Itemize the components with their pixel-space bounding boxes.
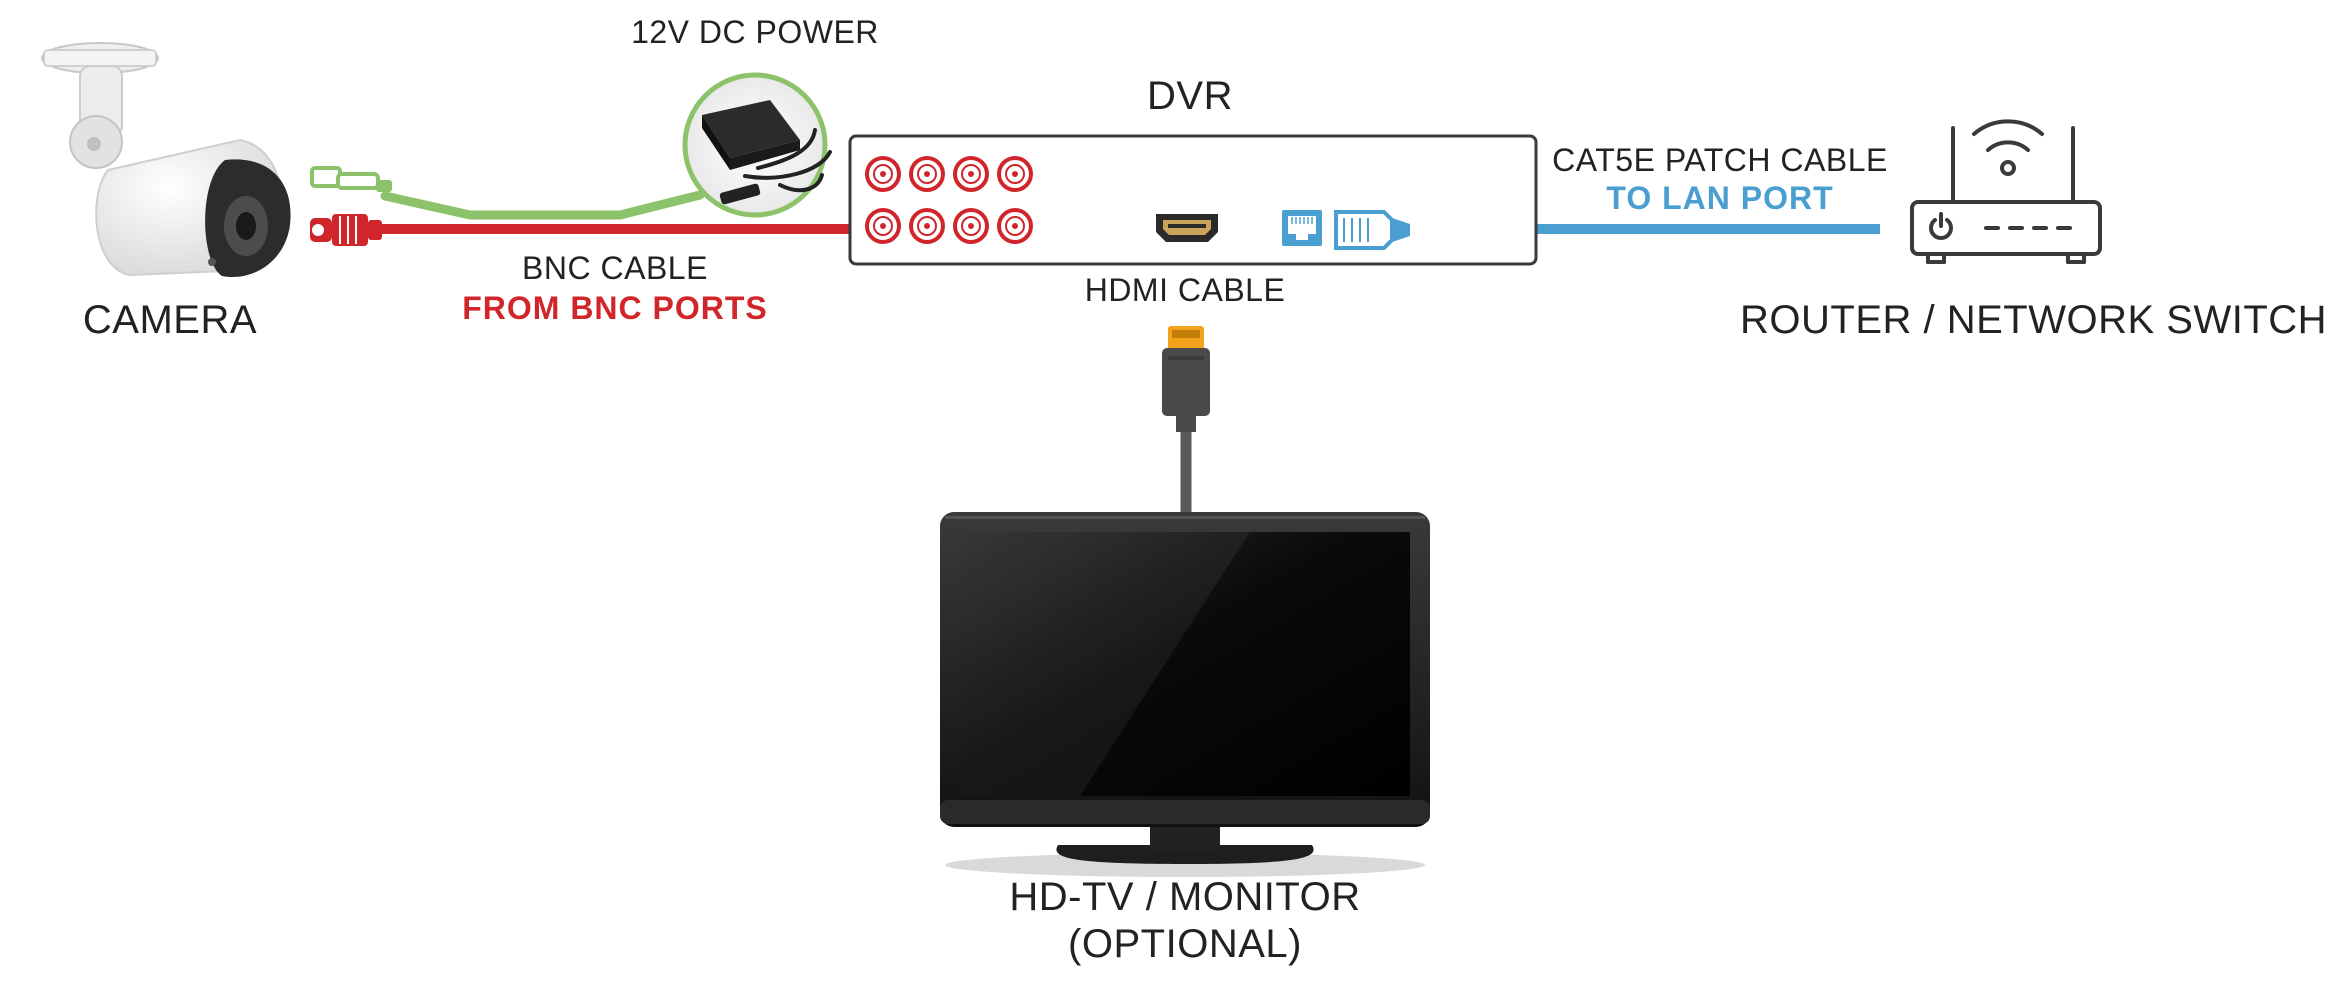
power-cable [380,190,705,220]
bnc-cable-label: BNC CABLE [522,250,708,286]
power-adapter-icon [682,72,832,218]
cat5e-cable-label: CAT5E PATCH CABLE [1552,142,1888,178]
ethernet-port-icon [1282,210,1322,246]
monitor-optional-label: (OPTIONAL) [1068,922,1302,966]
monitor-icon [940,512,1430,877]
bnc-from-label: FROM BNC PORTS [462,290,768,326]
camera-label: CAMERA [82,298,258,342]
cat5e-to-label: TO LAN PORT [1606,180,1834,216]
bnc-port-icon [909,156,945,192]
power-connector-icon [310,166,392,192]
bnc-port-icon [865,208,901,244]
bnc-ports [865,156,1033,244]
hdmi-cable-label: HDMI CABLE [1084,272,1286,308]
bnc-port-icon [909,208,945,244]
monitor-label: HD-TV / MONITOR [1009,875,1361,919]
bnc-port-icon [953,156,989,192]
wifi-router-icon [1910,119,2102,264]
bnc-port-icon [953,208,989,244]
bnc-port-icon [997,156,1033,192]
hdmi-port-icon [1156,214,1218,242]
bullet-camera-icon [41,42,291,278]
router-label: ROUTER / NETWORK SWITCH [1740,298,2328,342]
hdmi-plug-icon [1162,326,1210,432]
power-label: 12V DC POWER [631,14,879,50]
dvr-box [848,134,1538,266]
bnc-port-icon [997,208,1033,244]
dvr-label: DVR [1147,74,1233,118]
bnc-connector-icon [310,214,382,246]
bnc-port-icon [865,156,901,192]
rj45-plug-icon [1334,210,1410,250]
